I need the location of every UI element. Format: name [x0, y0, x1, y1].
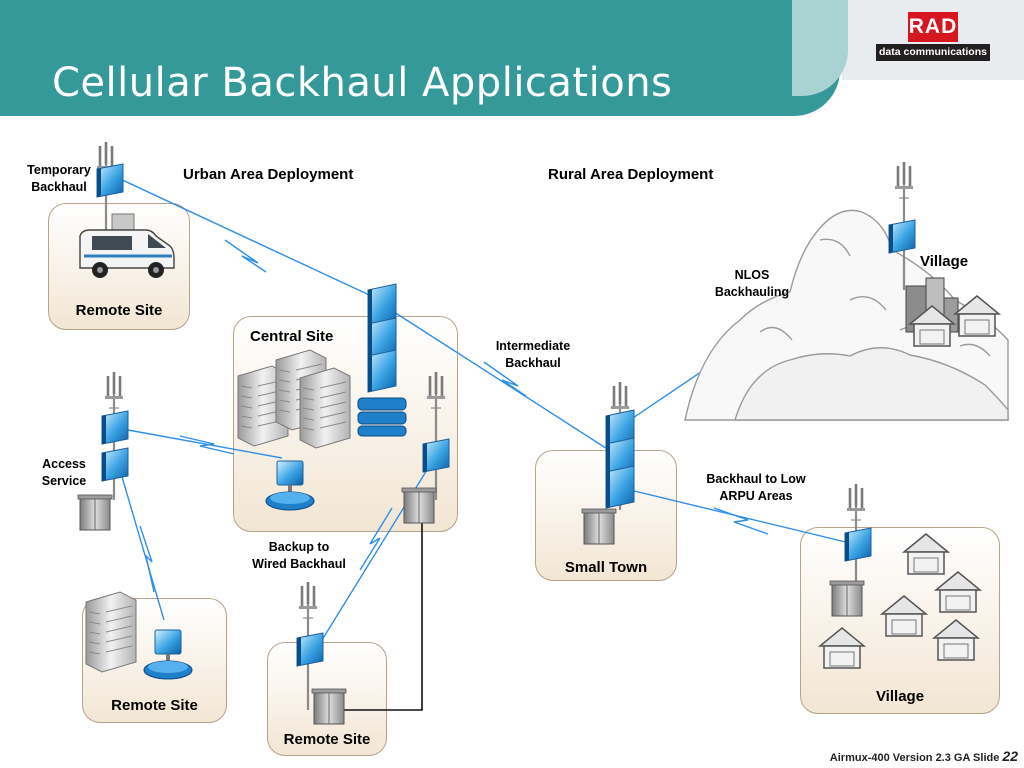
radio-remote-top — [96, 163, 124, 198]
building-central-3 — [299, 367, 351, 449]
house-1 — [903, 533, 949, 575]
site-label-village-top: Village — [920, 253, 969, 270]
village-buildings — [905, 277, 1000, 347]
intermediate-line-2: Backhaul — [505, 356, 561, 370]
cabinet-access — [77, 494, 113, 531]
title-banner — [0, 0, 840, 116]
temporary-backhaul-link — [117, 177, 381, 301]
low-arpu-line-1: Backhaul to Low — [706, 472, 806, 486]
radio-stack-central — [357, 283, 407, 437]
access-link-remote — [119, 469, 165, 621]
low-arpu-bolt — [713, 507, 769, 535]
radio-access-1 — [101, 410, 129, 445]
intermediate-bolt — [483, 361, 527, 397]
radio-village-top — [888, 219, 916, 254]
site-label-village-bottom: Village — [875, 688, 925, 705]
low-arpu-label: Backhaul to Low ARPU Areas — [694, 471, 818, 505]
rad-logo: RAD data communications — [876, 12, 990, 64]
site-label-central: Central Site — [250, 328, 334, 345]
radio-access-2 — [101, 447, 129, 482]
backup-line-1: Backup to — [268, 540, 330, 554]
logo-tagline: data communications — [876, 44, 990, 61]
access-link-central — [127, 429, 283, 459]
wired-backhaul-line — [344, 510, 423, 711]
low-arpu-link — [629, 489, 859, 546]
nlos-line-2: Backhauling — [714, 285, 790, 299]
low-arpu-line-2: ARPU Areas — [719, 489, 793, 503]
house-5 — [933, 619, 979, 661]
site-label-small-town: Small Town — [564, 559, 648, 576]
rural-heading: Rural Area Deployment — [548, 166, 714, 183]
idu-central — [265, 460, 315, 511]
house-3 — [881, 595, 927, 637]
cabinet-small-town — [581, 508, 617, 545]
slide-title: Cellular Backhaul Applications — [52, 60, 673, 106]
van-icon — [79, 213, 175, 278]
access-service-label: Access Service — [26, 456, 102, 490]
slide-footer: Airmux-400 Version 2.3 GA Slide 22 — [830, 748, 1018, 764]
building-remote-bl — [85, 591, 137, 673]
urban-heading: Urban Area Deployment — [183, 166, 354, 183]
radio-village-bottom — [844, 527, 872, 562]
temporary-line-2: Backhaul — [31, 180, 87, 194]
site-label-remote-bottom: Remote Site — [283, 731, 371, 748]
backup-label: Backup to Wired Backhaul — [238, 539, 360, 573]
slide-number: 22 — [1002, 748, 1018, 764]
temporary-bolt — [224, 239, 267, 273]
site-label-remote-bottom-left: Remote Site — [111, 697, 198, 714]
intermediate-line-1: Intermediate — [495, 339, 571, 353]
nlos-line-1: NLOS — [734, 268, 770, 282]
radio-remote-bottom — [296, 632, 324, 667]
house-4 — [819, 627, 865, 669]
idu-remote-bl — [143, 629, 193, 680]
logo-brand: RAD — [908, 12, 958, 42]
backup-bolt — [359, 507, 393, 571]
temporary-backhaul-label: Temporary Backhaul — [18, 162, 100, 196]
access-line-1: Access — [42, 457, 86, 471]
backup-line-2: Wired Backhaul — [252, 557, 346, 571]
intermediate-backhaul-link — [393, 311, 613, 453]
radio-town-3 — [605, 465, 635, 509]
site-label-remote-top: Remote Site — [75, 302, 163, 319]
temporary-line-1: Temporary — [27, 163, 91, 177]
mountains-illustration — [684, 209, 1009, 421]
intermediate-label: Intermediate Backhaul — [482, 338, 584, 372]
cabinet-village-bottom — [829, 580, 865, 617]
radio-central-backup — [422, 438, 450, 473]
nlos-label: NLOS Backhauling — [704, 267, 800, 301]
footer-text: Airmux-400 Version 2.3 GA Slide — [829, 752, 1000, 764]
cabinet-central — [401, 487, 437, 524]
cabinet-remote-bottom — [311, 688, 347, 725]
access-line-2: Service — [41, 474, 87, 488]
house-2 — [935, 571, 981, 613]
access-bolt-1 — [179, 435, 235, 455]
access-bolt-2 — [139, 525, 155, 593]
tower-central — [425, 370, 447, 502]
